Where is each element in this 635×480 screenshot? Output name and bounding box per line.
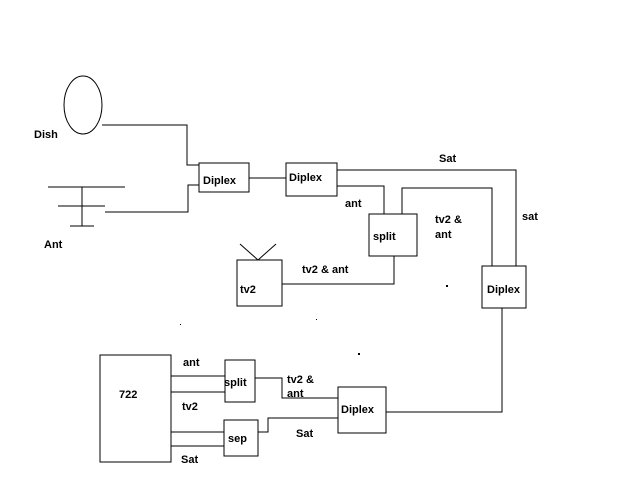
tv2-ant-label-right-1: tv2 & [435, 214, 462, 226]
sat-label-low: Sat [296, 428, 313, 440]
diplex-box-4: Diplex [337, 386, 387, 434]
diplex-label: Diplex [341, 404, 375, 416]
antenna-icon [48, 186, 125, 227]
diplex-box-3: Diplex [481, 265, 527, 309]
sat-label-722: Sat [181, 454, 198, 466]
speck [358, 353, 360, 355]
dish-label: Dish [34, 129, 58, 141]
split-label: split [224, 377, 247, 389]
ant-label-722: ant [183, 357, 200, 369]
satellite-dish-icon [63, 75, 103, 135]
tv2-ant-label-mid: tv2 & ant [302, 264, 349, 276]
tv2-ant-label-right-2: ant [435, 229, 452, 241]
diplex-label: Diplex [289, 172, 323, 184]
tv2-box: tv2 [236, 259, 283, 307]
tv2-label-722: tv2 [182, 401, 198, 413]
split-box-1: split [368, 213, 418, 257]
tv2-ant-label-low-2: ant [287, 388, 304, 400]
speck [316, 319, 317, 320]
diplex-label: Diplex [203, 175, 237, 187]
sat-label-right: sat [522, 211, 538, 223]
diplex-box-1: Diplex [198, 162, 250, 193]
diplex-box-2: Diplex [285, 162, 338, 197]
sep-box: sep [223, 419, 259, 457]
tv-antenna-icon [239, 243, 277, 261]
speck [446, 285, 448, 287]
tv2-ant-label-low-1: tv2 & [287, 374, 314, 386]
sep-label: sep [228, 433, 247, 445]
diplex-label: Diplex [487, 284, 521, 296]
speck [180, 324, 181, 325]
receiver-label: 722 [119, 389, 137, 401]
ant-label-mid: ant [345, 198, 362, 210]
receiver-722-box: 722 [99, 354, 172, 463]
wires [102, 124, 517, 447]
ant-label: Ant [44, 239, 63, 251]
split-label: split [373, 231, 396, 243]
split-box-2: split [224, 359, 256, 403]
sat-label-top: Sat [439, 153, 456, 165]
tv2-label: tv2 [240, 284, 256, 296]
